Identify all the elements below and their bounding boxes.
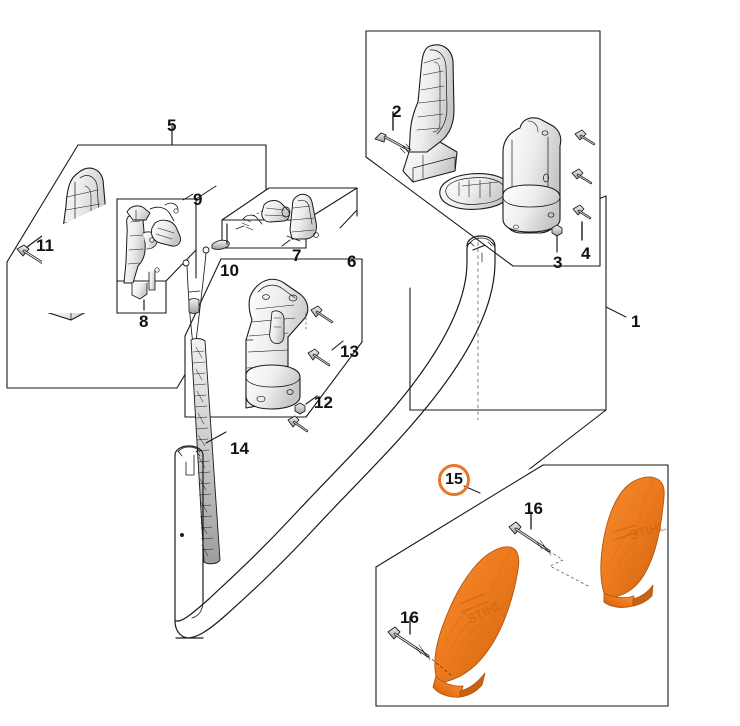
fasteners-12-13 [287, 305, 344, 433]
fastener-3-nut [551, 224, 563, 253]
callout-8[interactable]: 8 [139, 312, 149, 331]
callout-10[interactable]: 10 [220, 261, 239, 280]
callout-12[interactable]: 12 [314, 393, 333, 412]
control-handle-upper [402, 44, 458, 183]
control-handle-right [502, 117, 562, 234]
fastener-4-screws [571, 129, 596, 241]
callout-14[interactable]: 14 [230, 439, 249, 458]
control-handle-cap [439, 173, 512, 210]
lower-tube-clamp [174, 445, 204, 639]
callout-3[interactable]: 3 [553, 253, 563, 272]
deflector-shield-left: STIHL [432, 546, 520, 698]
callout-16-upper[interactable]: 16 [524, 499, 543, 518]
fastener-16-upper [508, 511, 591, 588]
rear-handle-body [245, 278, 309, 410]
callout-9[interactable]: 9 [193, 190, 203, 209]
fastener-2-long-bolt [374, 111, 412, 154]
callout-13[interactable]: 13 [340, 342, 359, 361]
loop-handle-bar [175, 235, 496, 639]
callout-15-highlighted[interactable]: 15 [438, 464, 470, 496]
panel-top-right-bounds [365, 30, 601, 267]
deflector-shield-right: STIHL [600, 476, 668, 608]
lever-and-spring-7 [235, 200, 291, 247]
callout-7[interactable]: 7 [292, 246, 302, 265]
part-10-pin [211, 223, 230, 250]
trigger-parts-9 [126, 193, 194, 247]
callout-11[interactable]: 11 [36, 236, 54, 255]
trigger-7 [286, 193, 319, 242]
callout-1[interactable]: 1 [631, 312, 641, 331]
fastener-16-lower [387, 616, 453, 677]
callout-2[interactable]: 2 [392, 102, 402, 121]
callout-6[interactable]: 6 [347, 252, 357, 271]
callout-16-lower[interactable]: 16 [400, 608, 419, 627]
callout-4[interactable]: 4 [581, 244, 591, 263]
callout-5[interactable]: 5 [167, 116, 177, 135]
